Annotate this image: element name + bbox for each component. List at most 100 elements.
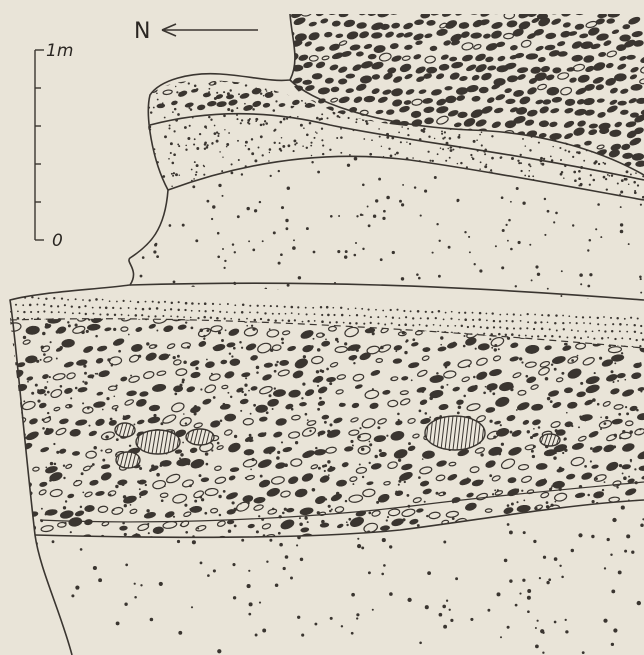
gravel-clast: [415, 66, 427, 75]
sand-grain: [447, 173, 449, 175]
sand-grain: [371, 160, 373, 162]
lamina-grain: [284, 306, 286, 308]
gravel-clast: [588, 129, 597, 136]
lamina-grain: [560, 350, 562, 352]
sand-grain: [199, 298, 202, 301]
sand-grain: [373, 158, 375, 160]
sand-grain: [474, 189, 476, 191]
sand-grain: [185, 321, 187, 323]
sand-grain: [248, 540, 251, 543]
sand-grain: [224, 260, 226, 262]
sand-grain: [259, 602, 261, 604]
sand-grain: [222, 195, 224, 197]
gravel-clast: [462, 54, 474, 62]
gravel-clast: [422, 488, 432, 495]
gravel-clast: [286, 508, 294, 513]
lamina-grain: [171, 302, 173, 304]
gravel-clast: [163, 89, 173, 95]
lamina-grain: [79, 334, 81, 336]
sand-grain: [248, 295, 252, 299]
sand-grain: [49, 479, 52, 482]
gravel-clast: [564, 132, 574, 140]
lamina-grain: [234, 304, 236, 306]
sand-grain: [142, 256, 145, 259]
gravel-clast: [328, 326, 336, 331]
gravel-clast: [382, 390, 390, 395]
sand-grain: [473, 332, 475, 334]
lamina-grain: [318, 341, 320, 343]
lamina-grain: [541, 314, 543, 316]
sand-grain: [397, 413, 400, 416]
sand-grain: [211, 192, 213, 194]
sand-grain: [521, 183, 523, 185]
sand-grain: [355, 171, 357, 173]
sand-grain: [283, 567, 286, 570]
sand-grain: [65, 645, 67, 647]
sand-grain: [326, 529, 330, 533]
gravel-clast: [417, 369, 428, 377]
lamina-grain: [537, 335, 539, 337]
sand-grain: [532, 105, 534, 107]
gravel-clast: [210, 508, 218, 513]
sand-grain: [379, 136, 381, 138]
sand-grain: [479, 180, 482, 183]
sand-grain: [273, 312, 276, 315]
sand-grain: [369, 441, 371, 443]
gravel-clast: [611, 354, 624, 362]
sand-grain: [313, 137, 315, 139]
sand-grain: [603, 158, 606, 161]
gravel-clast: [455, 9, 464, 16]
sand-grain: [571, 425, 573, 427]
sand-grain: [179, 384, 182, 387]
gravel-clast: [426, 20, 435, 26]
lamina-grain: [562, 322, 564, 324]
gravel-clast: [629, 507, 637, 513]
sand-grain: [467, 110, 470, 113]
lamina-grain: [395, 338, 397, 340]
gravel-clast: [480, 9, 492, 18]
gravel-clast: [377, 418, 387, 425]
lamina-grain: [277, 326, 279, 328]
gravel-clast: [84, 491, 93, 498]
sand-grain: [196, 171, 198, 173]
gravel-clast: [158, 353, 169, 361]
sand-grain: [180, 430, 182, 432]
gravel-clast: [423, 106, 434, 113]
gravel-clast: [336, 479, 347, 486]
gravel-clast: [288, 431, 300, 439]
gravel-clast: [454, 122, 462, 127]
lamina-grain: [64, 304, 66, 306]
sand-grain: [373, 215, 376, 218]
gravel-clast: [486, 383, 498, 391]
sand-grain: [604, 335, 606, 337]
gravel-clast: [185, 102, 194, 108]
sand-grain: [457, 163, 458, 164]
sand-grain: [244, 393, 247, 396]
gravel-clast: [325, 447, 336, 454]
sand-grain: [573, 171, 576, 174]
gravel-clast: [349, 494, 363, 503]
sand-grain: [311, 161, 313, 163]
sand-grain: [559, 431, 562, 434]
gravel-clast: [138, 489, 148, 496]
lamina-grain: [566, 336, 568, 338]
gravel-clast: [403, 22, 414, 30]
sand-grain: [620, 223, 623, 226]
lamina-grain: [442, 339, 444, 341]
gravel-clast: [507, 446, 522, 457]
sand-grain: [357, 187, 360, 190]
gravel-clast: [157, 103, 165, 108]
sand-grain: [174, 393, 177, 396]
sand-grain: [67, 540, 70, 543]
sand-grain: [466, 128, 468, 130]
lamina-grain: [210, 317, 212, 319]
sand-grain: [206, 329, 209, 332]
lamina-grain: [61, 298, 63, 300]
sand-grain: [511, 503, 514, 506]
gravel-clast: [552, 481, 565, 489]
sand-grain: [578, 177, 581, 180]
sand-grain: [505, 224, 507, 226]
gravel-clast: [564, 107, 573, 113]
sand-grain: [40, 359, 42, 361]
sand-grain: [564, 82, 567, 85]
